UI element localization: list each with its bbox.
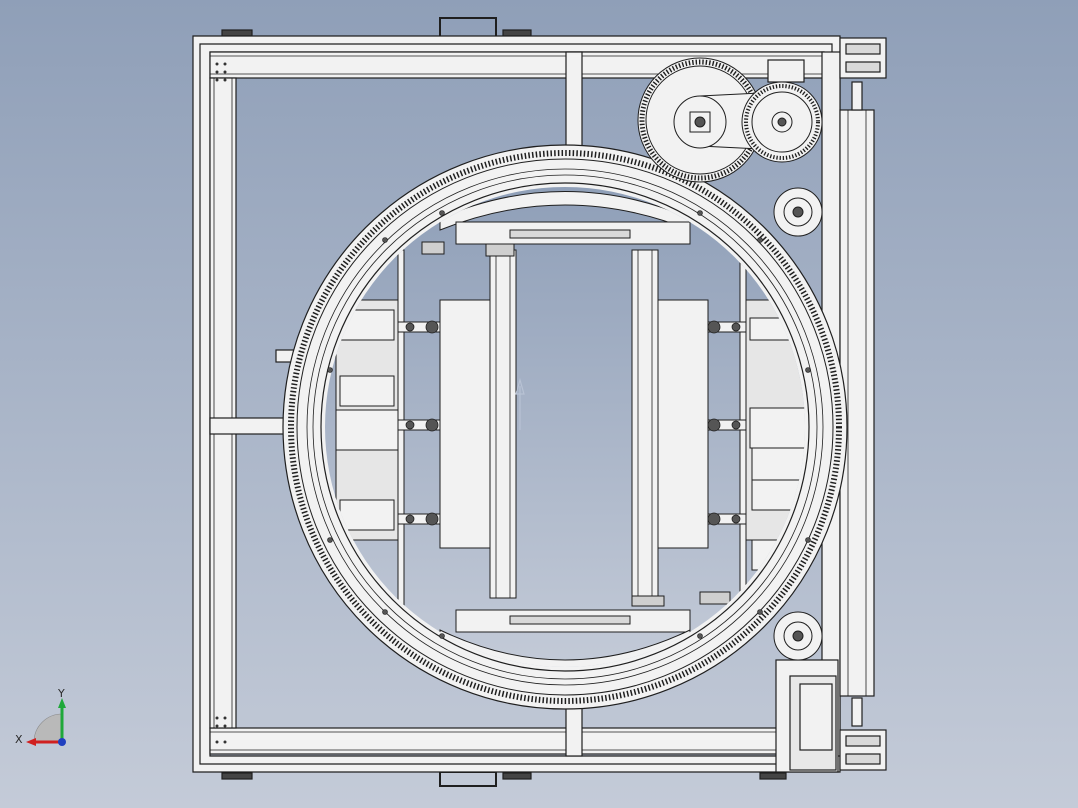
ring-bolts	[327, 210, 811, 639]
pinion	[631, 595, 665, 607]
lower-motor-label-plate	[799, 683, 833, 751]
right-guide-bar	[631, 249, 659, 599]
foot	[502, 29, 532, 37]
axis-triad	[12, 686, 82, 756]
frame-holes	[215, 62, 227, 744]
inner-frame-right	[739, 249, 747, 615]
pinion	[485, 243, 515, 257]
z-axis-icon	[58, 738, 66, 746]
drive-gear-train	[637, 57, 823, 183]
foot	[759, 772, 787, 780]
triad-base-icon	[33, 713, 63, 743]
foot	[502, 772, 532, 780]
foot	[221, 772, 253, 780]
x-axis-label: X	[15, 733, 23, 746]
frame-assembly	[192, 17, 887, 787]
left-clamp-pad	[439, 299, 493, 549]
direction-arrow	[515, 377, 525, 430]
foot	[221, 29, 253, 37]
guide-rollers	[773, 187, 823, 661]
ring-gear-teeth	[288, 150, 842, 704]
y-axis-label: Y	[58, 687, 65, 700]
left-guide-bar	[489, 249, 517, 599]
pinion	[421, 241, 445, 255]
inner-frame-left	[397, 249, 405, 615]
drive-motor-housing	[767, 59, 805, 83]
right-clamp-pad	[651, 299, 709, 549]
pinion	[699, 591, 731, 605]
